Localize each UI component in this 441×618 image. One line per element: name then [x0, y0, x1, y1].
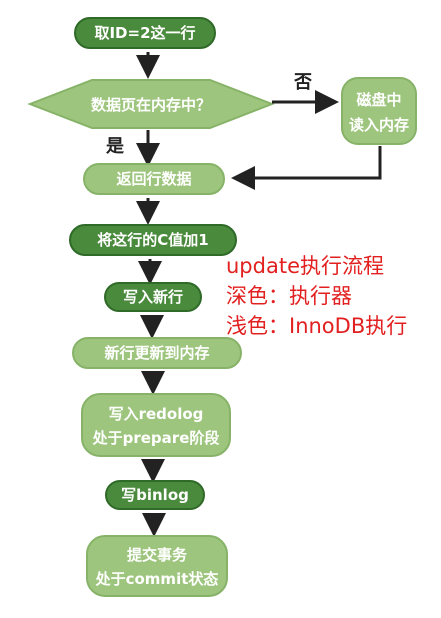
edge-label-yes: 是 — [105, 136, 124, 157]
node-fetch-row-label: 取ID=2这一行 — [94, 24, 195, 42]
node-fetch-row: 取ID=2这一行 — [74, 17, 216, 49]
node-page-in-memory: 数据页在内存中？ — [27, 79, 275, 129]
legend-title: update执行流程 — [226, 254, 384, 278]
node-write-new-row-label: 写入新行 — [123, 288, 183, 306]
node-update-memory: 新行更新到内存 — [72, 337, 242, 369]
arrow-disk-to-return — [231, 146, 382, 190]
node-redolog-prepare-line2: 处于prepare阶段 — [92, 429, 220, 447]
node-redolog-prepare: 写入redolog 处于prepare阶段 — [81, 393, 231, 457]
node-add-one-label: 将这行的C值加1 — [97, 231, 208, 249]
node-read-from-disk-line2: 读入内存 — [349, 116, 409, 134]
node-return-row: 返回行数据 — [83, 163, 225, 195]
node-page-in-memory-label: 数据页在内存中？ — [91, 96, 211, 114]
edge-label-no: 否 — [293, 72, 312, 93]
node-commit-line2: 处于commit状态 — [95, 570, 219, 588]
node-read-from-disk: 磁盘中 读入内存 — [341, 77, 417, 145]
node-return-row-label: 返回行数据 — [116, 170, 191, 188]
node-write-binlog-label: 写binlog — [121, 486, 189, 504]
node-redolog-prepare-line1: 写入redolog — [109, 405, 204, 423]
legend-dark: 深色：执行器 — [226, 284, 352, 308]
node-commit-line1: 提交事务 — [127, 546, 188, 564]
node-read-from-disk-line1: 磁盘中 — [356, 91, 401, 109]
node-commit: 提交事务 处于commit状态 — [86, 535, 228, 597]
node-write-new-row: 写入新行 — [104, 282, 202, 312]
node-update-memory-label: 新行更新到内存 — [104, 344, 209, 362]
node-add-one: 将这行的C值加1 — [69, 224, 237, 256]
legend-light: 浅色：InnoDB执行 — [226, 314, 408, 338]
node-write-binlog: 写binlog — [105, 480, 205, 510]
